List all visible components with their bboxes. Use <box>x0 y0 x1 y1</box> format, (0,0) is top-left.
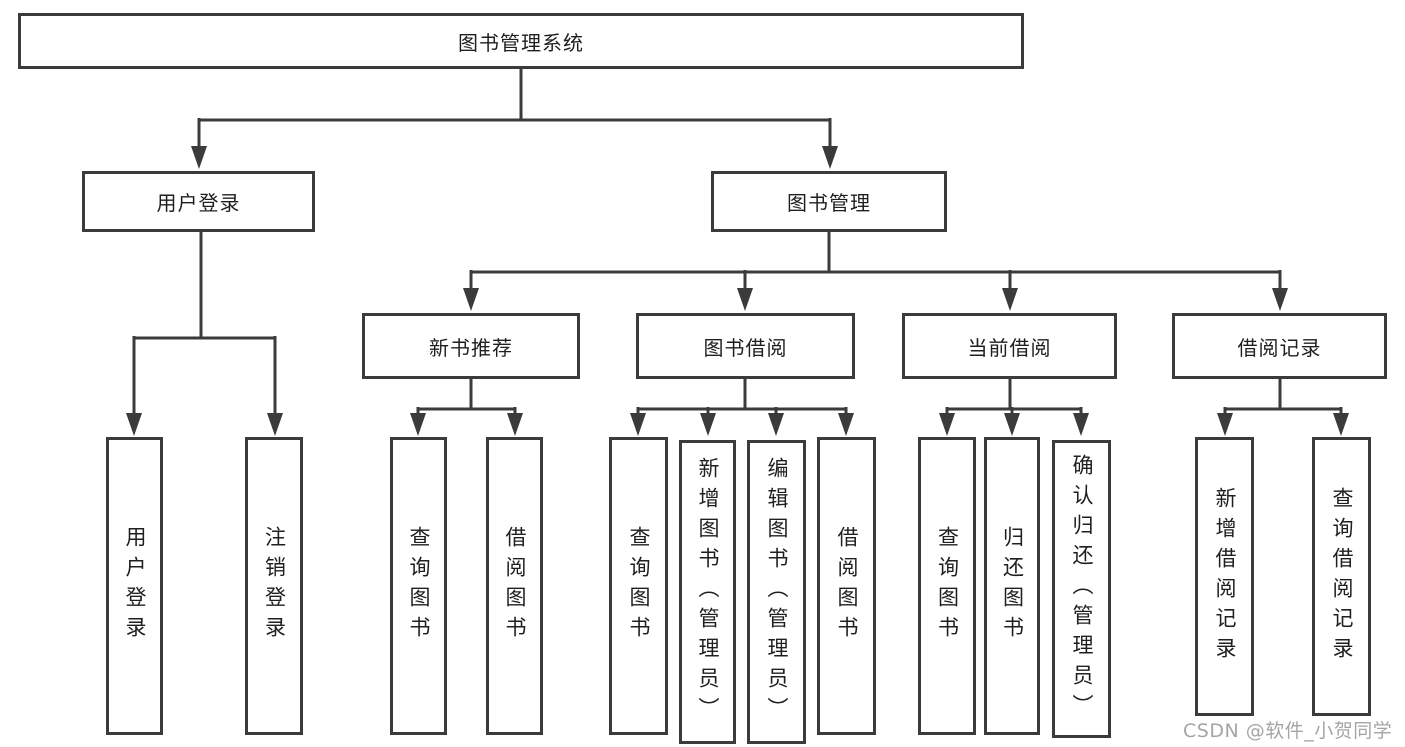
arrow-icon <box>1004 413 1020 436</box>
arrow-icon <box>630 413 646 436</box>
node-new-book-recommend: 新书推荐 <box>362 313 580 379</box>
node-label: 借阅记录 <box>1237 335 1322 360</box>
arrow-icon <box>191 146 207 169</box>
node-label: 注销登录 <box>262 526 287 646</box>
arrow-icon <box>463 288 479 311</box>
csdn-watermark: CSDN @软件_小贺同学 <box>1183 720 1393 742</box>
arrow-icon <box>1002 288 1018 311</box>
node-label: 查询图书 <box>627 526 651 646</box>
node-label: 确认归还（管理员） <box>1070 454 1094 724</box>
arrow-icon <box>838 413 854 436</box>
node-label: 查询借阅记录 <box>1330 486 1354 667</box>
arrow-icon <box>1272 288 1288 311</box>
node-label: 图书管理系统 <box>458 30 584 55</box>
leaf-query-books-recommend: 查询图书 <box>390 437 447 735</box>
node-label: 图书借阅 <box>703 335 788 360</box>
arrow-icon <box>737 288 753 311</box>
tree-edges <box>132 68 1343 418</box>
arrow-icon <box>768 413 784 436</box>
node-label: 新增图书（管理员） <box>696 457 720 727</box>
node-label: 新书推荐 <box>429 335 513 360</box>
node-label: 新增借阅记录 <box>1213 486 1237 667</box>
arrow-icon <box>939 413 955 436</box>
arrow-icon <box>507 413 523 436</box>
node-user-login: 用户登录 <box>82 171 315 232</box>
leaf-add-borrow-record: 新增借阅记录 <box>1195 437 1254 716</box>
leaf-confirm-return-admin: 确认归还（管理员） <box>1052 440 1111 738</box>
leaf-logout: 注销登录 <box>245 437 303 735</box>
arrow-icon <box>822 146 838 169</box>
node-label: 图书管理 <box>787 191 871 215</box>
node-label: 借阅图书 <box>503 526 527 646</box>
leaf-return-books: 归还图书 <box>984 437 1040 735</box>
node-label: 借阅图书 <box>835 526 859 646</box>
leaf-edit-book-admin: 编辑图书（管理员） <box>747 440 806 744</box>
arrow-icon <box>1217 413 1233 436</box>
node-label: 当前借阅 <box>967 335 1052 360</box>
node-book-borrowing: 图书借阅 <box>636 313 855 379</box>
leaf-query-books-current: 查询图书 <box>918 437 976 735</box>
leaf-user-login: 用户登录 <box>106 437 163 735</box>
node-label: 用户登录 <box>156 191 241 215</box>
node-label: 查询图书 <box>407 526 431 646</box>
node-book-management: 图书管理 <box>711 171 947 232</box>
node-label: 查询图书 <box>935 526 960 646</box>
node-borrowing-records: 借阅记录 <box>1172 313 1387 379</box>
leaf-query-books-borrow: 查询图书 <box>609 437 668 735</box>
arrow-icon <box>1073 413 1089 436</box>
leaf-add-book-admin: 新增图书（管理员） <box>679 440 736 744</box>
node-label: 用户登录 <box>123 526 147 646</box>
arrow-icon <box>1333 413 1349 436</box>
leaf-query-borrow-record: 查询借阅记录 <box>1312 437 1371 716</box>
node-label: 归还图书 <box>1000 526 1025 646</box>
node-current-borrowing: 当前借阅 <box>902 313 1117 379</box>
arrowheads <box>126 146 1349 436</box>
arrow-icon <box>700 413 716 436</box>
node-label: 编辑图书（管理员） <box>765 457 789 727</box>
arrow-icon <box>410 413 426 436</box>
node-library-system: 图书管理系统 <box>18 13 1024 69</box>
leaf-borrow-books-recommend: 借阅图书 <box>486 437 543 735</box>
leaf-borrow-books: 借阅图书 <box>817 437 876 735</box>
arrow-icon <box>126 413 142 436</box>
arrow-icon <box>267 413 283 436</box>
